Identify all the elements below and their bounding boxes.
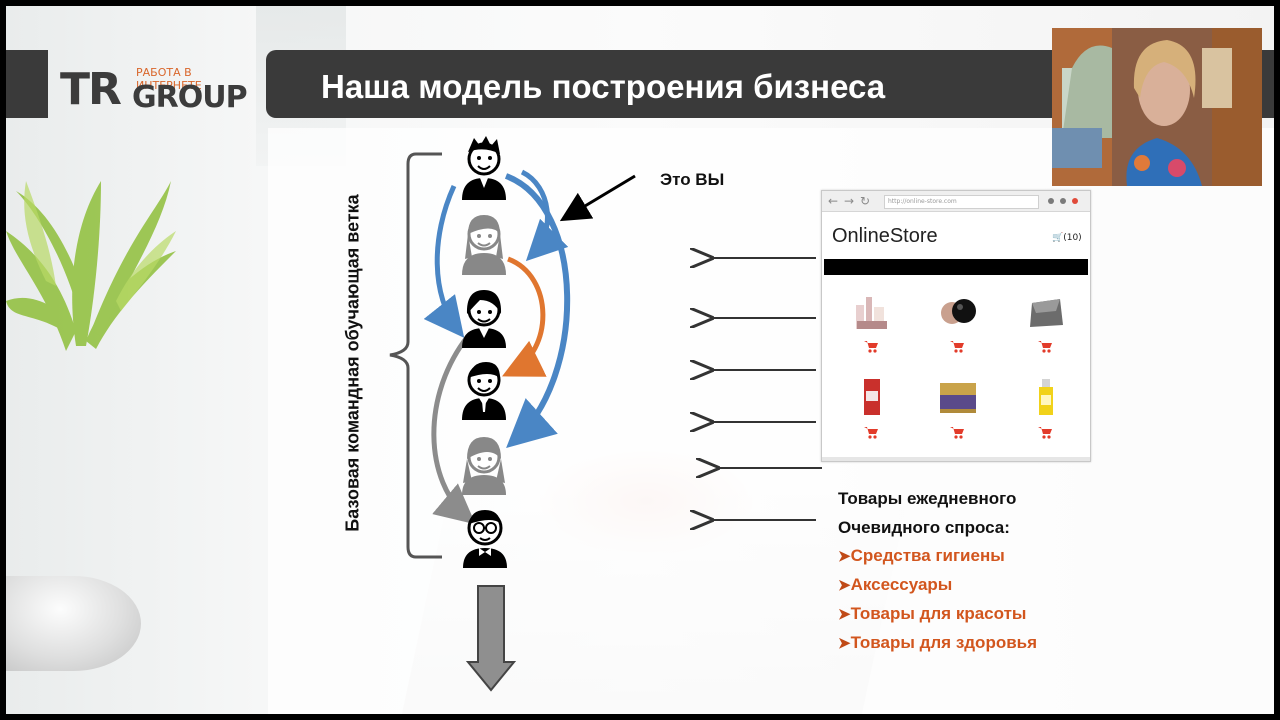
its-you-arrow — [559, 174, 636, 222]
down-arrow-icon — [465, 585, 517, 692]
background-bowl — [6, 576, 141, 671]
window-close-dot-icon — [1072, 198, 1078, 204]
goods-list: Товары ежедневного Очевидного спроса: ➤С… — [838, 484, 1138, 658]
list-item-label: Аксессуары — [850, 575, 953, 594]
arrow-bullet-icon: ➤ — [838, 577, 851, 594]
store-footer — [822, 457, 1090, 461]
product-handbag — [1020, 291, 1072, 361]
list-heading: Очевидного спроса: — [838, 518, 1010, 537]
team-diagram — [389, 136, 822, 692]
browser-toolbar: ← → ↻ http://online-store.com — [822, 191, 1090, 212]
person-icon — [462, 136, 506, 200]
list-heading: Товары ежедневного — [838, 489, 1017, 508]
product-powder-compact — [932, 291, 984, 361]
add-to-cart-icon[interactable] — [949, 339, 965, 353]
list-item: ➤Товары для красоты — [838, 600, 1138, 629]
small-bottle-icon — [1039, 379, 1053, 415]
add-to-cart-icon[interactable] — [949, 425, 965, 439]
arrow-orange — [502, 256, 547, 377]
slide-title: Наша модель построения бизнеса — [321, 68, 886, 105]
add-to-cart-icon[interactable] — [863, 339, 879, 353]
refresh-icon: ↻ — [860, 194, 871, 208]
store-name: OnlineStore — [832, 225, 938, 247]
person-icon — [462, 362, 506, 420]
its-you-label: Это ВЫ — [660, 170, 725, 189]
arrow-bullet-icon: ➤ — [838, 635, 851, 652]
store-cart: 🛒(10) — [1052, 233, 1082, 243]
trgroup-logo: TR РАБОТА В ИНТЕРНЕТЕ GROUP — [60, 50, 260, 120]
cosmetics-set-icon — [856, 297, 887, 329]
window-dot-icon — [1048, 198, 1054, 204]
logo-side-bar — [6, 50, 48, 118]
store-nav-bar — [824, 259, 1088, 275]
arrow-bullet-icon: ➤ — [838, 606, 851, 623]
logo-group-text: GROUP — [132, 80, 248, 115]
add-to-cart-icon[interactable] — [863, 425, 879, 439]
perfume-box-icon — [864, 379, 880, 415]
cart-icon: 🛒 — [1052, 233, 1064, 243]
arrow-right-icon: → — [844, 194, 855, 208]
cart-count: (10) — [1063, 233, 1082, 243]
list-item: ➤Средства гигиены — [838, 542, 1138, 571]
list-item: ➤Аксессуары — [838, 571, 1138, 600]
list-item: ➤Товары для здоровья — [838, 629, 1138, 658]
arrow-blue-left — [423, 184, 465, 338]
product-small-bottle — [1020, 377, 1072, 447]
arrow-blue-outer — [504, 173, 571, 449]
cream-jar-icon — [940, 383, 976, 413]
arrow-gray — [431, 334, 476, 525]
window-dot-icon — [1060, 198, 1066, 204]
person-icon — [462, 290, 506, 348]
arrow-blue-inner — [520, 169, 569, 262]
powder-compact-icon — [941, 299, 976, 324]
person-icon — [462, 437, 506, 495]
logo-tagline: РАБОТА В ИНТЕРНЕТЕ — [136, 66, 202, 92]
arrow-left-icon: ← — [828, 194, 839, 208]
curly-bracket — [389, 152, 442, 559]
background-plant — [6, 181, 176, 351]
product-cosmetics-set — [846, 291, 898, 361]
logo-tr-text: TR — [60, 64, 122, 115]
handbag-icon — [1030, 299, 1063, 327]
arrow-bullet-icon: ➤ — [838, 548, 851, 565]
product-cream-jar — [932, 377, 984, 447]
branch-label: Базовая командная обучающая ветка — [342, 194, 363, 532]
online-store-mockup: ← → ↻ http://online-store.com OnlineStor… — [821, 190, 1091, 462]
presenter-video — [1052, 28, 1262, 186]
person-icon — [463, 510, 507, 568]
browser-url: http://online-store.com — [884, 195, 1039, 209]
list-item-label: Средства гигиены — [850, 546, 1005, 565]
video-frame: TR РАБОТА В ИНТЕРНЕТЕ GROUP Наша модель … — [6, 6, 1274, 714]
webcam-overlay — [1052, 28, 1262, 186]
add-to-cart-icon[interactable] — [1037, 339, 1053, 353]
list-item-label: Товары для здоровья — [850, 633, 1038, 652]
add-to-cart-icon[interactable] — [1037, 425, 1053, 439]
list-item-label: Товары для красоты — [850, 604, 1027, 623]
person-icon — [462, 215, 506, 275]
product-perfume-box — [846, 377, 898, 447]
